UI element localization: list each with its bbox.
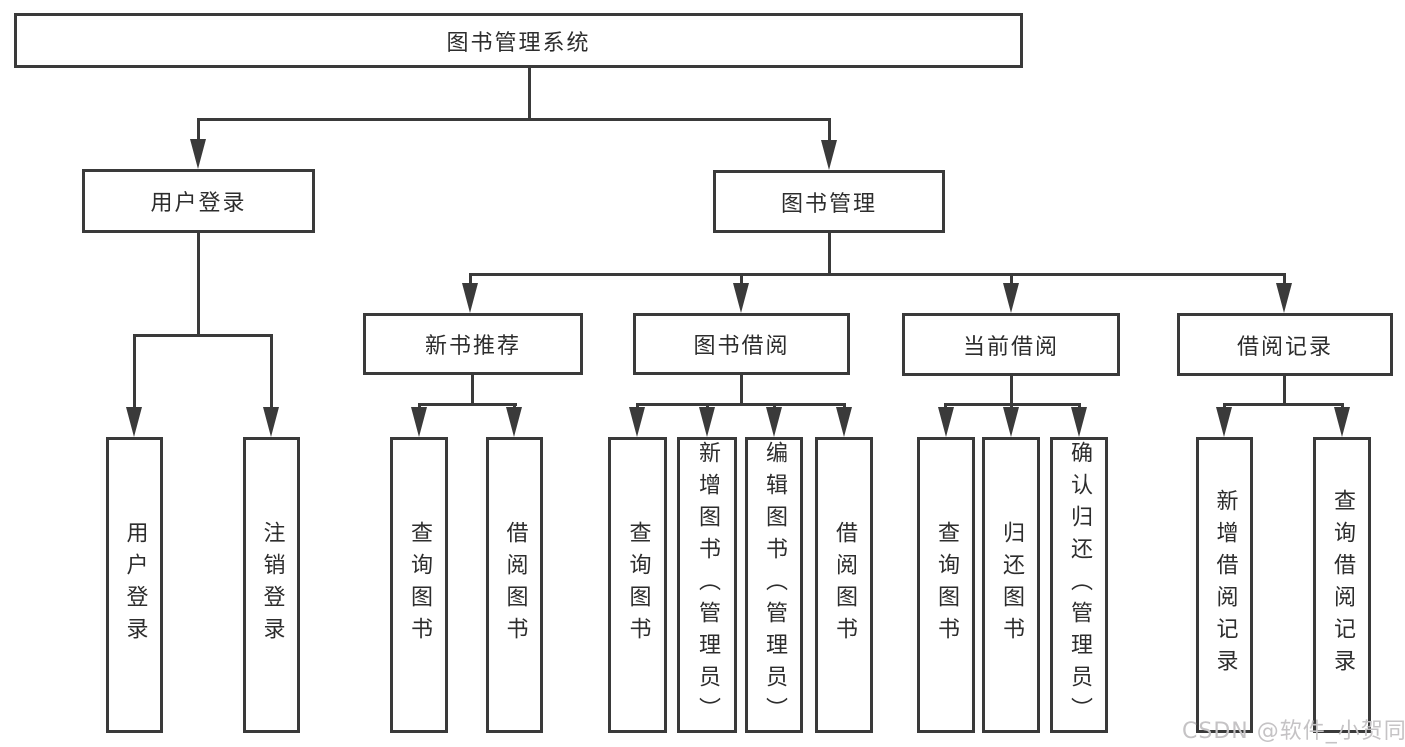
connector-line: [740, 273, 743, 287]
node-label: 编辑图书（管理员）: [762, 441, 787, 729]
leaf-logout-login: 注销登录: [243, 437, 300, 733]
arrow-down-icon: [126, 407, 142, 437]
node-label: 当前借阅: [962, 334, 1059, 360]
arrow-down-icon: [836, 407, 852, 437]
arrow-down-icon: [733, 283, 749, 313]
node-label: 借阅图书: [502, 521, 528, 649]
connector-line: [197, 118, 831, 121]
arrow-down-icon: [190, 139, 206, 169]
csdn-watermark: CSDN @软件_小贺同学: [1182, 719, 1405, 744]
node-label: 注销登录: [259, 521, 285, 649]
arrow-down-icon: [629, 407, 645, 437]
node-label: 新增借阅记录: [1212, 489, 1238, 681]
connector-line: [197, 118, 200, 142]
leaf-records-query-record: 查询借阅记录: [1313, 437, 1371, 733]
node-label: 查询图书: [934, 521, 959, 649]
leaf-borrow-borrow-books: 借阅图书: [815, 437, 873, 733]
arrow-down-icon: [821, 140, 837, 170]
connector-line: [471, 375, 474, 406]
node-root-library-system: 图书管理系统: [14, 13, 1023, 68]
connector-line: [133, 334, 273, 337]
connector-line: [828, 118, 831, 142]
arrow-down-icon: [506, 407, 522, 437]
node-label: 查询借阅记录: [1330, 489, 1355, 681]
arrow-down-icon: [263, 407, 279, 437]
node-label: 查询图书: [625, 521, 651, 649]
connector-line: [528, 68, 531, 121]
connector-line: [469, 273, 1286, 276]
arrow-down-icon: [766, 407, 782, 437]
connector-line: [1223, 403, 1344, 406]
node-book-management: 图书管理: [713, 170, 945, 233]
node-label: 图书管理: [780, 191, 877, 217]
connector-line: [740, 375, 743, 406]
leaf-newrec-borrow-books: 借阅图书: [486, 437, 543, 733]
node-new-book-recommend: 新书推荐: [363, 313, 583, 375]
arrow-down-icon: [462, 283, 478, 313]
node-label: 确认归还（管理员）: [1067, 441, 1092, 729]
arrow-down-icon: [1334, 407, 1350, 437]
node-book-borrowing: 图书借阅: [633, 313, 850, 375]
arrow-down-icon: [938, 407, 954, 437]
leaf-user-login: 用户登录: [106, 437, 163, 733]
connector-line: [197, 233, 200, 337]
node-label: 图书借阅: [693, 334, 790, 359]
leaf-current-return-books: 归还图书: [982, 437, 1040, 733]
node-borrowing-records: 借阅记录: [1177, 313, 1393, 376]
leaf-current-confirm-return-admin: 确认归还（管理员）: [1050, 437, 1108, 733]
node-label: 归还图书: [999, 521, 1024, 649]
leaf-records-add-record: 新增借阅记录: [1196, 437, 1253, 733]
node-label: 借阅记录: [1236, 334, 1333, 360]
leaf-borrow-add-books-admin: 新增图书（管理员）: [677, 437, 737, 733]
connector-line: [636, 403, 846, 406]
connector-line: [1283, 376, 1286, 406]
connector-line: [1010, 376, 1013, 406]
leaf-newrec-query-books: 查询图书: [390, 437, 448, 733]
connector-line: [469, 273, 472, 287]
connector-line: [133, 334, 136, 409]
node-label: 用户登录: [122, 521, 148, 649]
node-label: 图书管理系统: [446, 30, 591, 56]
arrow-down-icon: [699, 407, 715, 437]
connector-line: [270, 334, 273, 409]
node-current-borrowing: 当前借阅: [902, 313, 1120, 376]
connector-line: [418, 403, 517, 406]
node-label: 用户登录: [150, 191, 247, 216]
leaf-borrow-edit-books-admin: 编辑图书（管理员）: [745, 437, 803, 733]
arrow-down-icon: [1216, 407, 1232, 437]
leaf-current-query-books: 查询图书: [917, 437, 975, 733]
arrow-down-icon: [1003, 283, 1019, 313]
arrow-down-icon: [411, 407, 427, 437]
connector-line: [1010, 273, 1013, 287]
node-label: 查询图书: [407, 521, 432, 649]
node-label: 新增图书（管理员）: [695, 441, 720, 729]
node-label: 借阅图书: [832, 521, 857, 649]
node-user-login: 用户登录: [82, 169, 315, 233]
arrow-down-icon: [1003, 407, 1019, 437]
arrow-down-icon: [1276, 283, 1292, 313]
connector-line: [828, 233, 831, 276]
arrow-down-icon: [1071, 407, 1087, 437]
node-label: 新书推荐: [424, 334, 521, 359]
leaf-borrow-query-books: 查询图书: [608, 437, 667, 733]
connector-line: [1283, 273, 1286, 287]
